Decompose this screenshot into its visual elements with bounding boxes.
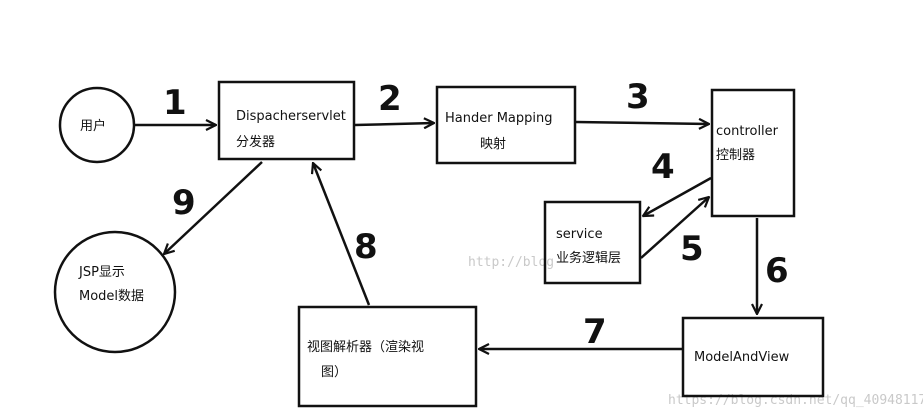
jsp-sublabel: Model数据 [79, 289, 144, 304]
user-node: 用户 [58, 86, 136, 164]
controller-label: controller [716, 124, 779, 139]
step-6-label: 6 [765, 251, 789, 291]
step-2-label: 2 [378, 79, 402, 119]
arrow-2-dispatcher-to-handler [354, 123, 434, 125]
step-7-label: 7 [583, 312, 607, 352]
arrow-5-service-to-controller [640, 197, 709, 259]
service-label: service [556, 227, 603, 242]
controller-node: controller 控制器 [710, 88, 796, 218]
step-4-label: 4 [651, 147, 675, 187]
step-8-label: 8 [354, 227, 378, 267]
handler-mapping-node: Hander Mapping 映射 [435, 85, 577, 165]
handler-mapping-sublabel: 映射 [480, 136, 506, 152]
jsp-node: JSP显示 Model数据 [53, 230, 177, 354]
arrow-9-dispatcher-to-jsp [164, 161, 263, 254]
arrow-8-resolver-to-dispatcher [313, 163, 371, 306]
step-3-label: 3 [626, 77, 650, 117]
service-sublabel: 业务逻辑层 [556, 250, 621, 266]
dispatcher-servlet-node: Dispacherservlet 分发器 [217, 80, 356, 161]
view-resolver-sublabel: 图） [321, 365, 347, 380]
arrow-4-controller-to-service [643, 176, 712, 216]
dispatcher-label: Dispacherservlet [236, 109, 346, 124]
step-1-label: 1 [163, 83, 187, 123]
view-resolver-node: 视图解析器（渲染视 图） [297, 305, 478, 408]
model-and-view-label: ModelAndView [694, 350, 790, 365]
view-resolver-label: 视图解析器（渲染视 [307, 340, 424, 355]
watermark-center: http://blog [468, 255, 554, 270]
service-node: service 业务逻辑层 [543, 200, 642, 285]
dispatcher-sublabel: 分发器 [236, 134, 275, 150]
step-9-label: 9 [172, 183, 196, 223]
user-label: 用户 [80, 118, 106, 134]
controller-sublabel: 控制器 [716, 148, 755, 163]
jsp-label: JSP显示 [78, 265, 125, 280]
step-5-label: 5 [680, 229, 704, 269]
handler-mapping-label: Hander Mapping [445, 111, 553, 126]
model-and-view-node: ModelAndView [681, 316, 825, 398]
arrow-3-handler-to-controller [575, 122, 709, 124]
